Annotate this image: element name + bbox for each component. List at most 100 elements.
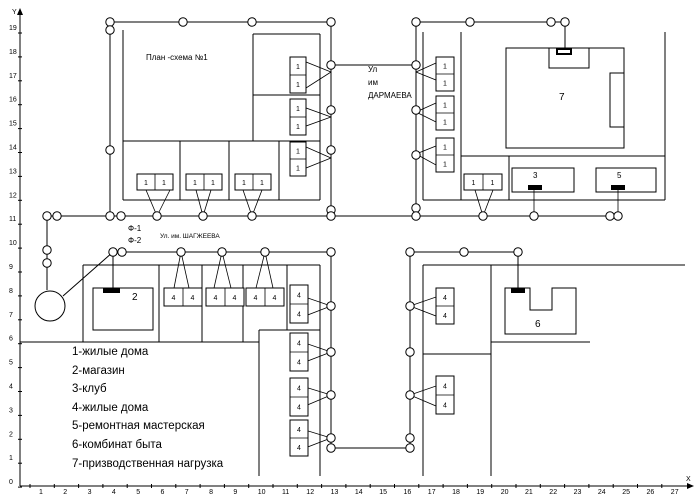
x-tick-label: 17 <box>428 489 436 496</box>
pole <box>560 17 570 27</box>
pole <box>405 433 415 443</box>
pole <box>247 211 257 221</box>
street-darmaeva-line-2: им <box>368 78 378 87</box>
x-tick-label: 27 <box>671 489 679 496</box>
x-tick-label: 13 <box>331 489 339 496</box>
legend-item: 2-магазин <box>72 364 125 377</box>
label-workshop: 5 <box>617 171 622 180</box>
svg-text:4: 4 <box>297 341 301 348</box>
x-tick-label: 6 <box>161 489 165 496</box>
svg-text:1: 1 <box>296 64 300 71</box>
y-tick-label: 10 <box>9 240 17 247</box>
legend-item: 6-комбинат быта <box>72 438 162 451</box>
svg-text:1: 1 <box>443 103 447 110</box>
pole <box>326 390 336 400</box>
block-lower-right <box>422 264 685 476</box>
pole <box>326 247 336 257</box>
pole <box>478 211 488 221</box>
pole <box>326 347 336 357</box>
pole <box>42 211 52 221</box>
pole <box>411 17 421 27</box>
svg-text:1: 1 <box>443 162 447 169</box>
x-tick-label: 5 <box>136 489 140 496</box>
svg-text:4: 4 <box>214 295 218 302</box>
x-tick-label: 18 <box>452 489 460 496</box>
house-symbol: 11 <box>435 56 455 92</box>
pole <box>42 258 52 268</box>
label-shop: 2 <box>132 292 138 303</box>
y-tick-label: 6 <box>9 336 13 343</box>
house-symbol: 11 <box>289 56 307 94</box>
x-tick-label: 15 <box>379 489 387 496</box>
y-tick-label: 1 <box>9 455 13 462</box>
pole <box>546 17 556 27</box>
pole <box>326 433 336 443</box>
house-symbol: 44 <box>289 332 309 372</box>
svg-text:1: 1 <box>296 149 300 156</box>
feeder-2: Ф-2 <box>128 236 142 245</box>
block-lower-left <box>20 264 321 476</box>
house-symbol: 44 <box>289 419 309 457</box>
pole <box>117 247 127 257</box>
svg-text:4: 4 <box>273 295 277 302</box>
x-tick-label: 20 <box>501 489 509 496</box>
y-tick-label: 19 <box>9 25 17 32</box>
y-tick-label: 16 <box>9 97 17 104</box>
svg-text:4: 4 <box>297 405 301 412</box>
label-club: 3 <box>533 171 538 180</box>
x-tick-label: 1 <box>39 489 43 496</box>
x-tick-label: 25 <box>622 489 630 496</box>
pole <box>529 211 539 221</box>
pole <box>326 105 336 115</box>
pole <box>405 443 415 453</box>
svg-text:4: 4 <box>443 295 447 302</box>
pole <box>326 443 336 453</box>
pole <box>405 301 415 311</box>
y-tick-label: 3 <box>9 407 13 414</box>
legend-item: 4-жилые дома <box>72 401 149 414</box>
pole <box>411 150 421 160</box>
y-tick-label: 4 <box>9 384 13 391</box>
pole <box>198 211 208 221</box>
svg-text:4: 4 <box>191 295 195 302</box>
svg-text:1: 1 <box>443 120 447 127</box>
svg-text:1: 1 <box>144 180 148 187</box>
svg-text:4: 4 <box>254 295 258 302</box>
pole <box>176 247 186 257</box>
x-tick-label: 19 <box>476 489 484 496</box>
svg-text:1: 1 <box>193 180 197 187</box>
svg-text:4: 4 <box>443 313 447 320</box>
x-tick-label: 11 <box>282 489 289 496</box>
svg-text:4: 4 <box>297 386 301 393</box>
y-tick-label: 9 <box>9 264 13 271</box>
y-tick-label: 11 <box>9 216 16 223</box>
x-tick-label: 4 <box>112 489 116 496</box>
svg-text:4: 4 <box>233 295 237 302</box>
pole <box>411 203 421 213</box>
y-tick-label: 12 <box>9 192 17 199</box>
y-tick-label: 13 <box>9 168 17 175</box>
y-tick-label: 18 <box>9 49 17 56</box>
block-upper-left <box>122 30 321 201</box>
x-tick-label: 7 <box>185 489 189 496</box>
pole <box>326 301 336 311</box>
pole <box>105 25 115 35</box>
shop-transformer <box>103 288 120 293</box>
feeder-1: Ф-1 <box>128 224 142 233</box>
x-tick-label: 3 <box>88 489 92 496</box>
pole <box>52 211 62 221</box>
svg-text:4: 4 <box>297 293 301 300</box>
legend-item: 1-жилые дома <box>72 346 149 358</box>
y-tick-label: 17 <box>9 73 17 80</box>
house-symbol: 11 <box>289 98 307 136</box>
x-tick-label: 2 <box>63 489 67 496</box>
y-tick-label: 15 <box>9 121 17 128</box>
svg-text:1: 1 <box>296 124 300 131</box>
svg-text:1: 1 <box>443 145 447 152</box>
x-tick-label: 8 <box>209 489 213 496</box>
svg-text:1: 1 <box>296 166 300 173</box>
svg-text:1: 1 <box>296 106 300 113</box>
